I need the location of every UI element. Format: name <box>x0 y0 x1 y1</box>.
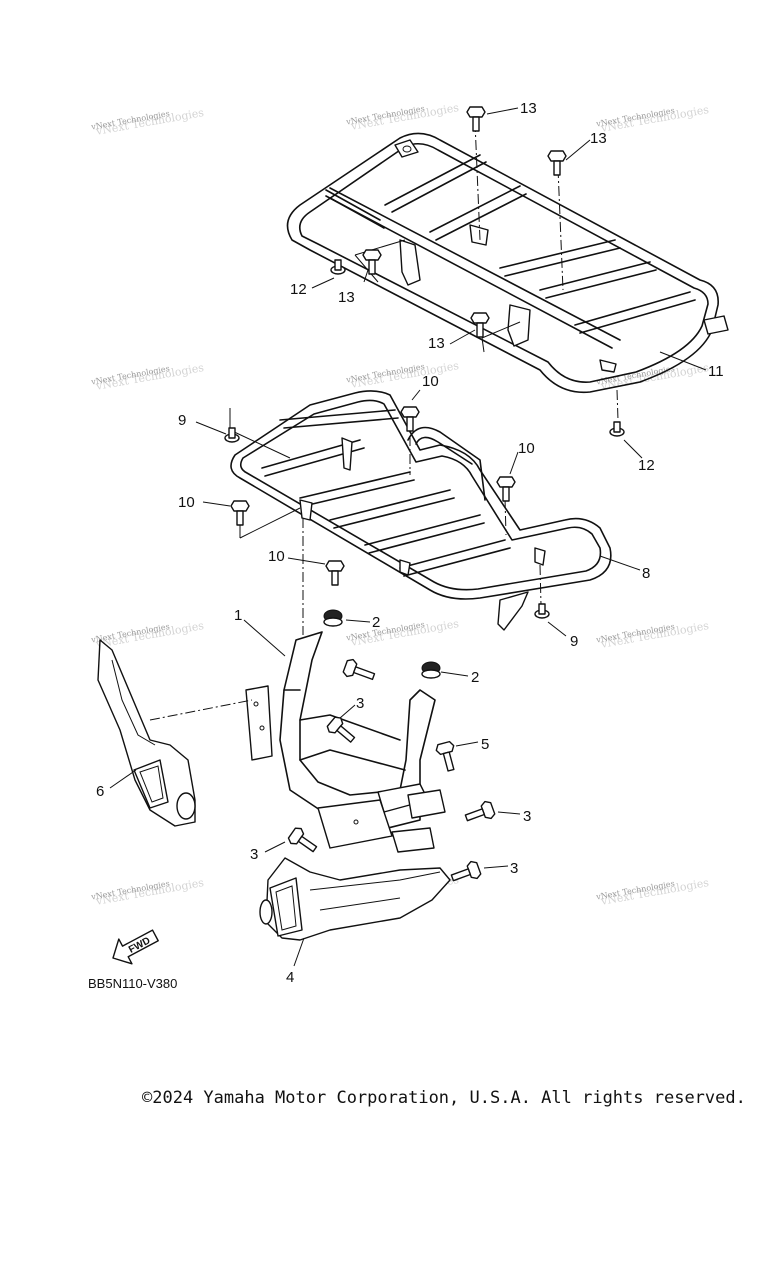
callout-10: 10 <box>178 494 195 511</box>
front-cover-part-4 <box>259 857 451 941</box>
callout-13: 13 <box>520 100 537 117</box>
upper-carrier-part-11 <box>286 121 729 421</box>
bolts-upper <box>330 106 625 437</box>
callouts: 13 13 12 13 13 11 12 9 10 10 10 10 8 9 1… <box>96 100 724 986</box>
callout-2: 2 <box>372 614 380 631</box>
bolts-frame <box>287 658 496 882</box>
callout-3: 3 <box>523 808 531 825</box>
diagram-code: BB5N110-V380 <box>88 976 178 991</box>
callout-13: 13 <box>590 130 607 147</box>
parts-diagram: vNext Technologies vNext Technologies vN… <box>90 100 729 986</box>
callout-13: 13 <box>428 335 445 352</box>
callout-6: 6 <box>96 783 104 800</box>
forward-arrow-icon: FWD <box>112 929 159 965</box>
callout-9: 9 <box>570 633 578 650</box>
copyright-notice: ©2024 Yamaha Motor Corporation, U.S.A. A… <box>142 1088 746 1108</box>
callout-12: 12 <box>290 281 307 298</box>
bolts-lower <box>224 406 550 619</box>
callout-9: 9 <box>178 412 186 429</box>
callout-3: 3 <box>510 860 518 877</box>
callout-5: 5 <box>481 736 489 753</box>
lower-carrier-part-8 <box>229 390 612 635</box>
grommets-part-2 <box>323 609 441 679</box>
callout-4: 4 <box>286 969 294 986</box>
callout-12: 12 <box>638 457 655 474</box>
front-frame-part-1 <box>149 619 446 853</box>
leader-lines <box>109 107 707 967</box>
callout-13: 13 <box>338 289 355 306</box>
callout-10: 10 <box>268 548 285 565</box>
callout-11: 11 <box>708 363 724 380</box>
callout-3: 3 <box>356 695 364 712</box>
callout-3: 3 <box>250 846 258 863</box>
fwd-label: FWD <box>127 935 152 955</box>
callout-8: 8 <box>642 565 650 582</box>
callout-10: 10 <box>518 440 535 457</box>
callout-2: 2 <box>471 669 479 686</box>
callout-10: 10 <box>422 373 439 390</box>
side-cover-part-6 <box>97 639 196 827</box>
callout-1: 1 <box>234 607 242 624</box>
